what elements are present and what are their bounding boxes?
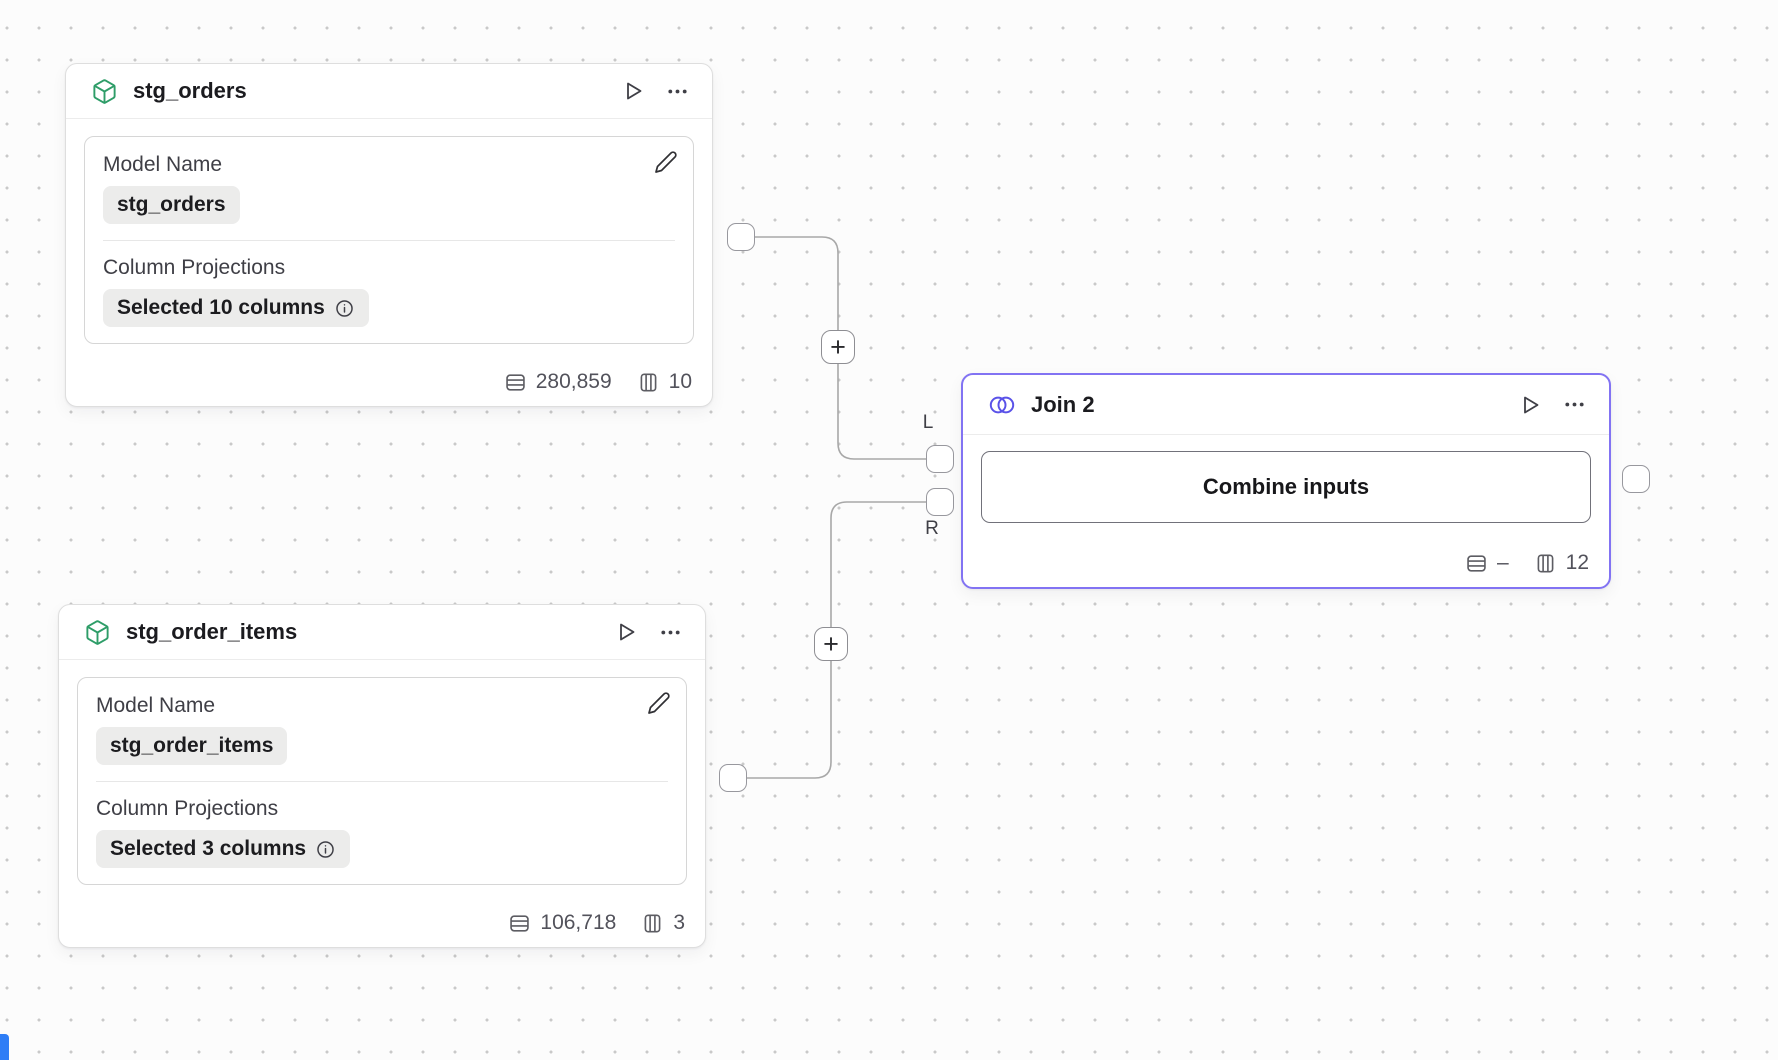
node-stg-order-items[interactable]: stg_order_items Model Name stg_order_ite… <box>58 604 706 948</box>
viewport-corner-indicator <box>0 1034 9 1060</box>
port-join-left-input[interactable] <box>926 445 954 473</box>
node-config-card: Model Name stg_order_items Column Projec… <box>77 677 687 885</box>
column-projections-chip[interactable]: Selected 3 columns <box>96 830 351 868</box>
run-node-button[interactable] <box>614 620 638 644</box>
join-right-port-label: R <box>925 518 939 539</box>
column-projections-value: Selected 3 columns <box>110 837 307 860</box>
port-out-stg-order-items[interactable] <box>719 764 747 792</box>
rows-count-icon <box>1465 552 1488 575</box>
columns-count: 12 <box>1565 551 1589 574</box>
column-projections-value: Selected 10 columns <box>117 296 325 319</box>
rows-count: 280,859 <box>535 370 612 393</box>
edit-icon[interactable] <box>647 691 671 715</box>
plus-icon: + <box>823 628 839 659</box>
field-label-model-name: Model Name <box>96 694 216 717</box>
node-config-card: Model Name stg_orders Column Projections… <box>84 136 694 344</box>
node-stats: – 12 <box>963 551 1609 575</box>
node-menu-button[interactable] <box>659 621 682 644</box>
node-stats: 106,718 3 <box>77 911 687 935</box>
join-circles-icon <box>988 391 1016 419</box>
port-out-stg-orders[interactable] <box>727 223 755 251</box>
model-cube-icon <box>91 78 118 105</box>
rows-count: – <box>1496 551 1509 574</box>
add-step-on-edge-button[interactable]: + <box>821 330 855 364</box>
columns-count: 10 <box>668 370 692 393</box>
node-join-2[interactable]: Join 2 Combine inputs – 12 <box>961 373 1611 589</box>
card-divider <box>103 240 675 241</box>
rows-count: 106,718 <box>540 911 617 934</box>
plus-icon: + <box>830 331 846 362</box>
node-title: Join 2 <box>1031 391 1095 417</box>
rows-count-icon <box>508 912 531 935</box>
model-name-chip: stg_order_items <box>96 727 288 765</box>
node-header: Join 2 <box>963 375 1609 435</box>
columns-count-icon <box>637 371 660 394</box>
edit-icon[interactable] <box>654 150 678 174</box>
port-join-right-input[interactable] <box>926 488 954 516</box>
node-menu-button[interactable] <box>1563 393 1586 416</box>
model-cube-icon <box>84 619 111 646</box>
model-name-value: stg_orders <box>117 193 226 216</box>
node-stg-orders[interactable]: stg_orders Model Name stg_orders <box>65 63 713 407</box>
add-step-on-edge-button[interactable]: + <box>814 627 848 661</box>
node-body: Model Name stg_orders Column Projections… <box>66 119 712 406</box>
columns-count-icon <box>1534 552 1557 575</box>
node-menu-button[interactable] <box>666 80 689 103</box>
info-icon[interactable] <box>315 839 336 860</box>
model-name-value: stg_order_items <box>110 734 274 757</box>
node-title: stg_orders <box>133 78 247 103</box>
card-divider <box>96 781 668 782</box>
port-join-output[interactable] <box>1622 465 1650 493</box>
model-name-chip: stg_orders <box>103 186 240 224</box>
field-label-column-projections: Column Projections <box>103 256 286 279</box>
node-header: stg_orders <box>66 64 712 119</box>
node-stats: 280,859 10 <box>84 370 694 394</box>
info-icon[interactable] <box>334 298 355 319</box>
combine-inputs-button[interactable]: Combine inputs <box>981 451 1591 523</box>
node-header: stg_order_items <box>59 605 705 660</box>
join-left-port-label: L <box>922 412 934 433</box>
field-label-column-projections: Column Projections <box>96 797 279 820</box>
run-node-button[interactable] <box>621 79 645 103</box>
columns-count-icon <box>641 912 664 935</box>
node-title: stg_order_items <box>126 619 298 644</box>
run-node-button[interactable] <box>1518 393 1542 417</box>
field-label-model-name: Model Name <box>103 153 223 176</box>
rows-count-icon <box>504 371 527 394</box>
column-projections-chip[interactable]: Selected 10 columns <box>103 289 369 327</box>
columns-count: 3 <box>673 911 685 934</box>
node-body: Model Name stg_order_items Column Projec… <box>59 660 705 947</box>
